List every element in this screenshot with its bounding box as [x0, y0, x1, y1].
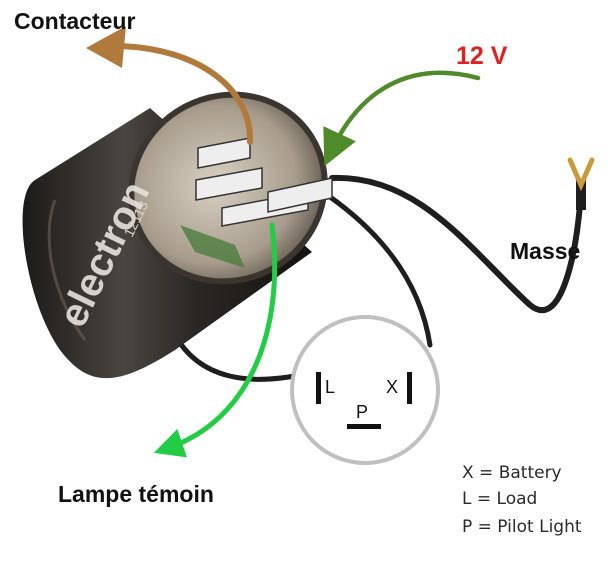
- wire-to-ground: [329, 174, 583, 314]
- flasher-relay: electron 12113: [22, 91, 333, 379]
- lampe-temoin-label: Lampe témoin: [58, 481, 214, 507]
- pilot-light-arrow: [153, 222, 278, 458]
- pin-l-label: L: [325, 377, 335, 397]
- pin-p-label: P: [356, 402, 368, 422]
- legend-battery: X = Battery: [462, 463, 562, 483]
- relay-circuit-board: [180, 225, 245, 268]
- supply-12v-arrow: [323, 70, 481, 167]
- pin-x-label: X: [386, 377, 398, 397]
- contacteur-label: Contacteur: [14, 8, 136, 34]
- voltage-label: 12 V: [456, 42, 508, 70]
- pinout-diagram: L X P: [290, 315, 440, 465]
- terminal-blades: [195, 137, 333, 227]
- wires: [172, 174, 583, 382]
- contacteur-arrow: [86, 26, 254, 145]
- legend-load: L = Load: [462, 489, 538, 509]
- legend-pilot-light: P = Pilot Light: [462, 517, 582, 537]
- ground-terminal-lug-icon: [567, 157, 595, 210]
- masse-label: Masse: [510, 238, 581, 264]
- wire-loop-front: [317, 187, 433, 348]
- wire-loop-bottom: [172, 332, 303, 382]
